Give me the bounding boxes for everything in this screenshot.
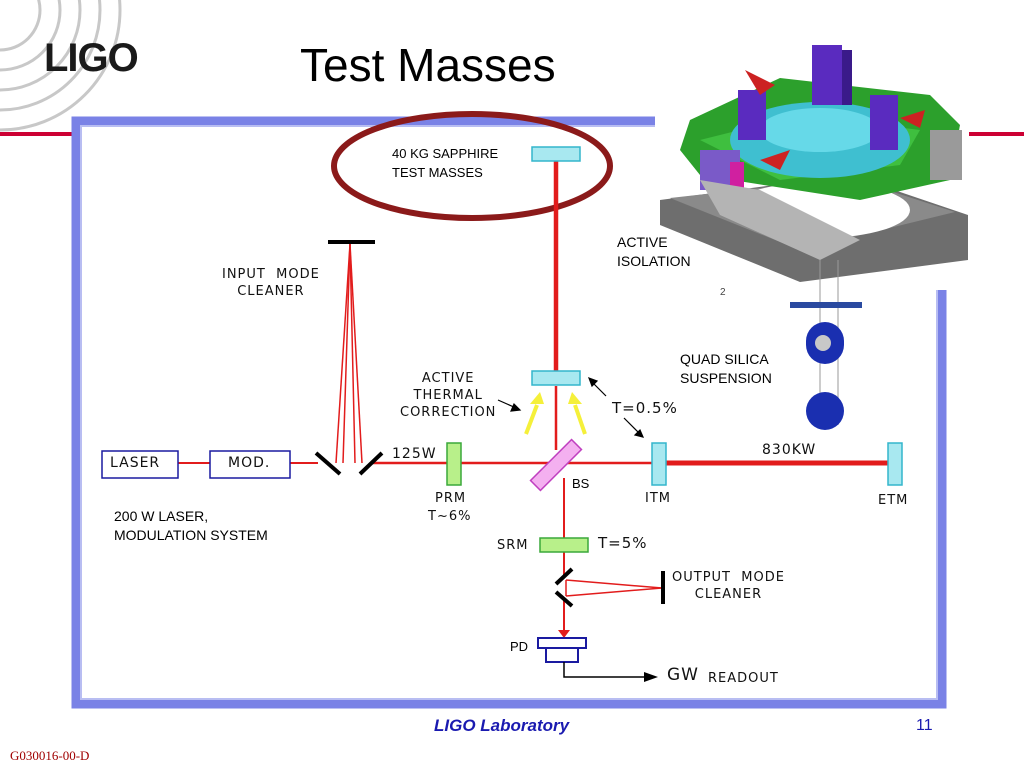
etm-label: ETM	[878, 493, 909, 508]
active-thermal-label: ACTIVE THERMAL CORRECTION	[400, 371, 497, 420]
logo-arcs-icon	[0, 0, 122, 132]
bs-label: BS	[572, 476, 590, 491]
arm-power-label: 830KW	[762, 442, 817, 458]
pd-label: PD	[510, 639, 529, 654]
highlight-ellipse	[331, 111, 613, 221]
photodetector-icon	[537, 637, 587, 663]
input-mode-cleaner-label: INPUT MODE CLEANER	[222, 267, 320, 299]
page-number: 11	[916, 717, 933, 734]
laser-system-label: 200 W LASER, MODULATION SYSTEM	[114, 508, 268, 543]
footer-lab: LIGO Laboratory	[434, 716, 570, 735]
prm-label: PRM	[435, 491, 467, 506]
ligo-logo: LIGO	[44, 36, 139, 80]
document-id: G030016-00-D	[10, 748, 90, 763]
active-isolation-label: ACTIVE ISOLATION	[617, 234, 691, 269]
readout-label: READOUT	[708, 671, 779, 686]
itm-mirror-icon	[651, 442, 667, 486]
isolation-platform-image	[655, 28, 969, 290]
itm-label: ITM	[645, 491, 671, 506]
mod-box-label: MOD.	[228, 455, 271, 471]
steering-mirrors-icon	[314, 240, 665, 608]
gw-label: GW	[667, 665, 699, 685]
mod-box	[209, 450, 291, 479]
srm-transmission-label: T=5%	[598, 534, 648, 552]
test-masses-label: 40 KG SAPPHIRE TEST MASSES	[392, 146, 499, 180]
compensation-plate-icon	[531, 370, 581, 386]
laser-beams	[178, 160, 888, 632]
beam-splitter-icon	[529, 438, 583, 492]
prm-transmission-label: T~6%	[428, 509, 472, 524]
suspension-image	[790, 260, 862, 430]
page-title: Test Masses	[300, 39, 556, 91]
laser-box-label: LASER	[110, 455, 161, 471]
laser-box	[101, 450, 179, 479]
srm-mirror-icon	[539, 537, 589, 553]
srm-label: SRM	[497, 538, 529, 553]
etm-mirror-icon	[887, 442, 903, 486]
quad-suspension-label: QUAD SILICA SUSPENSION	[680, 351, 772, 386]
thermal-arrows-icon	[524, 392, 587, 435]
itm-transmission-label: T=0.5%	[612, 399, 678, 417]
partial-char: 2	[720, 287, 726, 298]
test-mass-mirror-icon	[531, 146, 581, 162]
prm-mirror-icon	[446, 442, 462, 486]
output-mode-cleaner-label: OUTPUT MODE CLEANER	[672, 570, 785, 602]
prm-power-label: 125W	[392, 446, 437, 462]
